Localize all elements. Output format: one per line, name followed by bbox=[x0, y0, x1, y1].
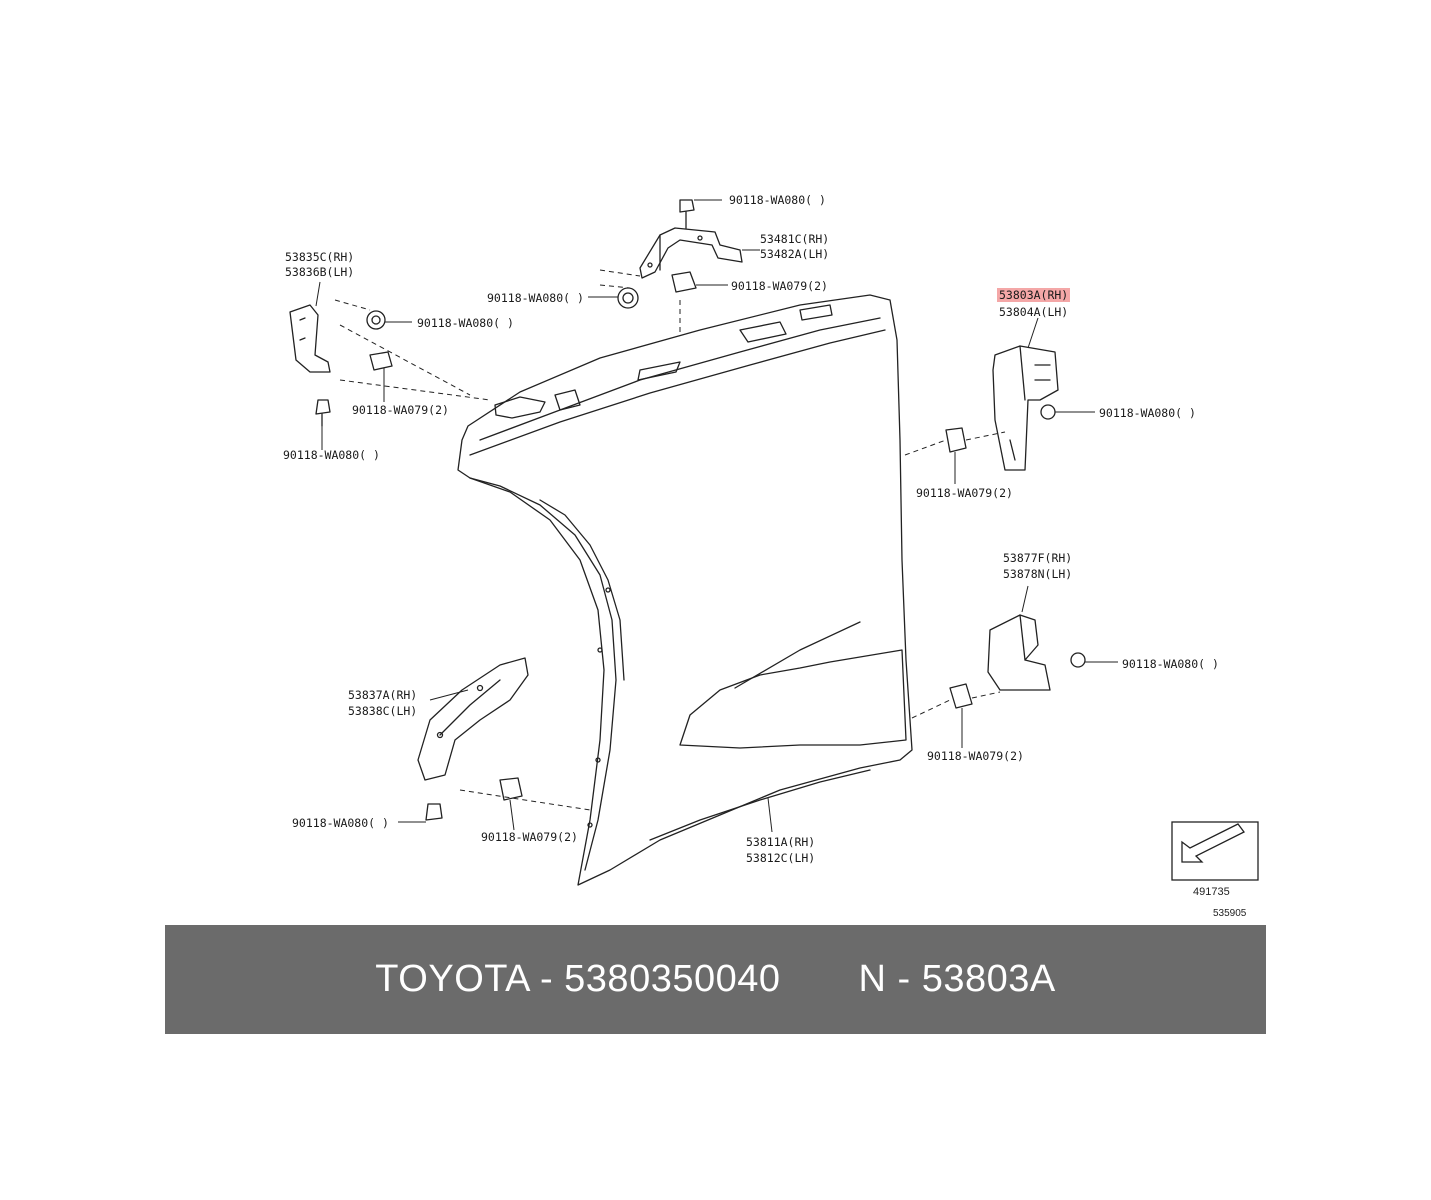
top-left-washer bbox=[617, 287, 639, 309]
part-number-banner: TOYOTA - 5380350040 N - 53803A bbox=[165, 925, 1266, 1034]
label-top-bolt: 90118-WA080( ) bbox=[729, 193, 826, 207]
label-left-bolt-lower: 90118-WA080( ) bbox=[283, 448, 380, 462]
label-lower-left-rh: 53837A(RH) bbox=[348, 688, 418, 702]
lower-left-bracket bbox=[417, 657, 529, 821]
brand-part-number: TOYOTA - 5380350040 bbox=[375, 958, 781, 1000]
label-right-clip: 90118-WA079(2) bbox=[916, 486, 1013, 500]
label-top-bracket-rh: 53481C(RH) bbox=[760, 232, 830, 246]
label-left-bracket-lh: 53836B(LH) bbox=[285, 265, 355, 279]
label-right-bracket-lh: 53804A(LH) bbox=[999, 305, 1069, 319]
direction-icon bbox=[1171, 821, 1259, 881]
label-lower-left-clip: 90118-WA079(2) bbox=[481, 830, 578, 844]
label-right-bracket-rh: 53803A(RH) bbox=[997, 288, 1071, 302]
figure-code: 535905 bbox=[1213, 908, 1247, 919]
label-mid-right-clip: 90118-WA079(2) bbox=[927, 749, 1024, 763]
label-top-bracket-lh: 53482A(LH) bbox=[760, 247, 830, 261]
label-left-bracket-rh: 53835C(RH) bbox=[285, 250, 355, 264]
label-left-bolt-upper: 90118-WA080( ) bbox=[417, 316, 514, 330]
label-top-clip: 90118-WA079(2) bbox=[731, 279, 828, 293]
label-leaders bbox=[315, 199, 1118, 833]
right-bracket bbox=[945, 345, 1059, 471]
label-mid-right-lh: 53878N(LH) bbox=[1003, 567, 1073, 581]
leader-lines bbox=[334, 269, 1006, 811]
left-bracket bbox=[289, 304, 393, 427]
label-lower-left-bolt: 90118-WA080( ) bbox=[292, 816, 389, 830]
ref-number: 491735 bbox=[1193, 886, 1230, 898]
label-right-bolt: 90118-WA080( ) bbox=[1099, 406, 1196, 420]
label-left-clip: 90118-WA079(2) bbox=[352, 403, 449, 417]
reference-part-number: N - 53803A bbox=[858, 958, 1056, 1000]
label-lower-left-lh: 53838C(LH) bbox=[348, 704, 418, 718]
label-top-left-bolt: 90118-WA080( ) bbox=[487, 291, 584, 305]
label-fender-rh: 53811A(RH) bbox=[746, 835, 816, 849]
banner-text: TOYOTA - 5380350040 N - 53803A bbox=[165, 925, 1266, 1034]
mid-right-bracket bbox=[949, 614, 1086, 709]
label-mid-right-bolt: 90118-WA080( ) bbox=[1122, 657, 1219, 671]
top-bracket bbox=[639, 199, 743, 293]
label-mid-right-rh: 53877F(RH) bbox=[1003, 551, 1073, 565]
fender-panel bbox=[457, 294, 913, 886]
label-fender-lh: 53812C(LH) bbox=[746, 851, 816, 865]
